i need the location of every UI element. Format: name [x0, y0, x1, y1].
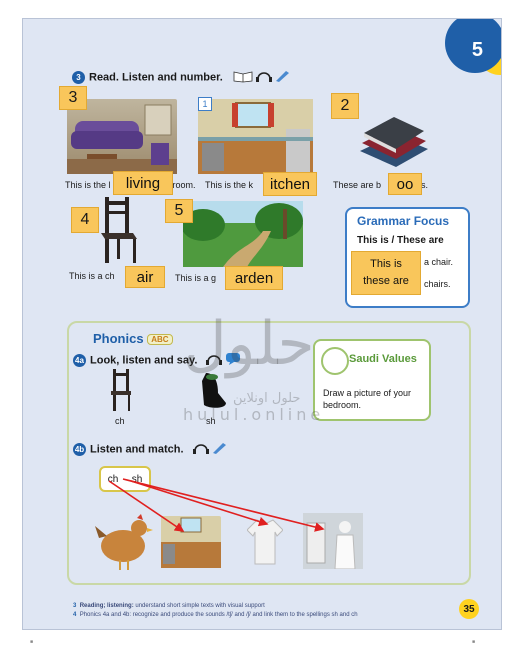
footer-line-2: 4 Phonics 4a and 4b: recognize and produ… — [73, 612, 358, 618]
tile-ch: ch — [107, 473, 119, 485]
grammar-line2-tail: chairs. — [424, 279, 451, 289]
match-tile: ch sh — [99, 466, 151, 492]
grammar-rule: This is / These are — [357, 235, 444, 246]
books-picture — [356, 111, 431, 171]
man-kitchen-picture — [303, 513, 363, 570]
print-strip-right: ■ — [472, 639, 476, 645]
phonics-title: Phonics ABC — [93, 331, 173, 346]
headphones-pencil-icon — [192, 441, 227, 458]
grammar-focus-title: Grammar Focus — [357, 214, 450, 228]
values-text: Draw a picture of your bedroom. — [323, 388, 412, 410]
grammar-focus-box: Grammar Focus This is / These are a chai… — [345, 207, 470, 308]
number-box-chair: 4 — [71, 207, 99, 233]
values-title: Saudi Values — [349, 353, 417, 365]
number-box-kitchen: 1 — [198, 97, 212, 111]
grammar-answer-2: these are — [363, 275, 409, 287]
grammar-answer-1: This is — [370, 258, 402, 270]
grammar-answers: This is these are — [351, 251, 421, 295]
book-headphones-pencil-icon — [232, 69, 290, 86]
abc-badge: ABC — [147, 334, 173, 346]
phonics-box — [67, 321, 471, 585]
footer-line-1: 3 Reading; listening: understand short s… — [73, 603, 265, 609]
watermark-arabic-2: حلول اونلاين — [233, 391, 301, 406]
print-strip-left: ■ — [30, 639, 34, 645]
tile-sh: sh — [131, 473, 143, 485]
shoe-picture — [198, 371, 228, 411]
match-arrows — [108, 478, 325, 532]
chair-small-picture — [109, 369, 133, 411]
grammar-line1-tail: a chair. — [424, 257, 454, 267]
answer-kitchen: itchen — [263, 172, 317, 196]
answer-living: living — [113, 171, 173, 195]
answer-books: oo — [388, 173, 422, 195]
living-room-picture — [67, 99, 177, 174]
chicken-picture — [93, 514, 153, 570]
kitchen-picture — [198, 99, 313, 174]
answer-garden: arden — [225, 266, 283, 290]
number-box-living-room: 3 — [59, 86, 87, 110]
label-sh: sh — [206, 416, 216, 426]
values-logo-icon — [321, 347, 349, 375]
watermark-arabic: حلول — [183, 309, 315, 379]
number-box-garden: 5 — [165, 199, 193, 223]
watermark-latin: hulul.online — [183, 405, 325, 424]
unit-number: 5 — [471, 39, 483, 61]
chair-picture — [97, 195, 141, 265]
headphones-speech-icon — [206, 352, 242, 369]
section-3-title: Read. Listen and number. — [89, 71, 223, 84]
label-ch: ch — [115, 416, 125, 426]
unit-blue-circle — [445, 19, 501, 73]
shirt-picture — [246, 516, 284, 566]
section-3-heading: 3 Read. Listen and number. — [72, 69, 290, 86]
caption-kitchen: This is the k — [205, 180, 254, 190]
section-3-badge: 3 — [72, 71, 85, 84]
garden-picture — [181, 201, 303, 267]
saudi-values-box: Saudi Values Draw a picture of your bedr… — [313, 339, 431, 421]
section-4b-badge: 4b — [73, 443, 86, 456]
kitchen-small-picture — [161, 516, 221, 568]
number-box-books: 2 — [331, 93, 359, 119]
page-number: 35 — [459, 599, 479, 619]
section-4a-badge: 4a — [73, 354, 86, 367]
answer-chair: air — [125, 266, 165, 288]
